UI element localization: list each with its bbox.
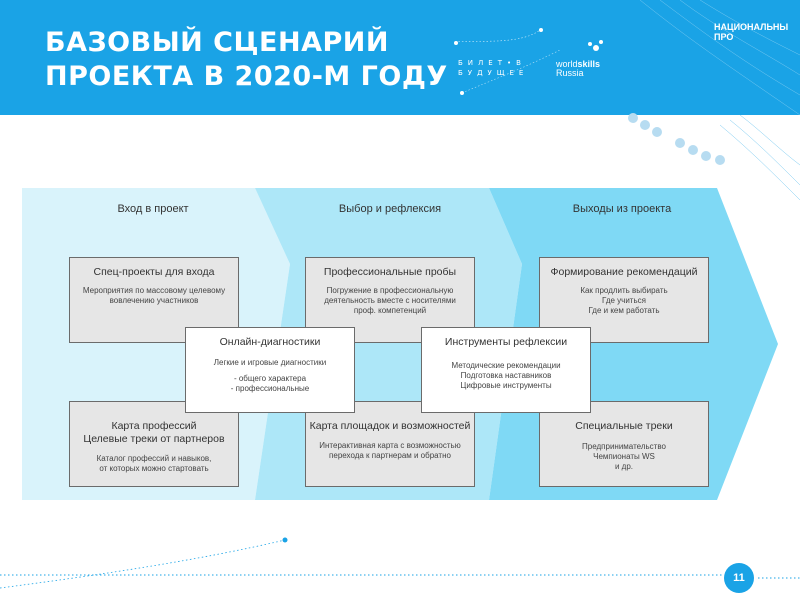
box-reflection-tools: Инструменты рефлексии Методические реком… <box>421 327 591 413</box>
box-recommendations-desc: Как продлить выбирать Где учиться Где и … <box>580 286 668 315</box>
column-label-entry: Вход в проект <box>117 203 189 215</box>
bilet-logo-line-2: БУДУЩЕЕ <box>458 69 529 77</box>
box-online-diagnostics: Онлайн-диагностики Легкие и игровые диаг… <box>185 327 355 413</box>
box-prof-probes-desc: Погружение в профессиональную деятельнос… <box>324 286 456 315</box>
page-title: БАЗОВЫЙ СЦЕНАРИЙ ПРОЕКТА В 2020-М ГОДУ <box>45 26 448 94</box>
wave-pattern-decoration <box>639 0 800 201</box>
box-venues-map-title: Карта площадок и возможностей <box>309 420 471 432</box>
ws-logo-world: world <box>556 59 578 69</box>
box-reflection-tools-title: Инструменты рефлексии <box>444 336 568 348</box>
box-career-map-desc: Каталог профессий и навыков, от которых … <box>96 454 212 473</box>
ws-logo-skills: skills <box>577 59 601 69</box>
box-special-tracks-desc: Предпринимательство Чемпионаты WS и др. <box>582 442 666 471</box>
box-special-tracks: Специальные треки Предпринимательство Че… <box>539 401 709 487</box>
ws-logo-russia: Russia <box>556 68 584 78</box>
box-online-diagnostics-desc2: - общего характера - профессиональные <box>230 374 310 393</box>
national-project-logo: НАЦИОНАЛЬНЫ ПРО <box>714 22 788 42</box>
box-recommendations-title: Формирование рекомендаций <box>550 266 698 278</box>
box-spec-projects-title: Спец-проекты для входа <box>93 266 215 278</box>
side-dots-decoration <box>628 113 725 165</box>
box-special-tracks-title: Специальные треки <box>575 420 673 432</box>
box-reflection-tools-desc: Методические рекомендации Подготовка нас… <box>451 361 561 390</box>
box-career-map-title: Карта профессий Целевые треки от партнер… <box>83 420 225 445</box>
bilet-v-budushchee-logo: БИЛЕТ•В БУДУЩЕЕ <box>458 58 528 78</box>
page-number-badge: 11 <box>724 563 754 593</box>
nat-logo-line-1: НАЦИОНАЛЬНЫ <box>714 22 789 32</box>
column-label-choice: Выбор и рефлексия <box>338 203 442 215</box>
box-spec-projects-desc: Мероприятия по массовому целевому вовлеч… <box>82 286 226 305</box>
header-dots-decoration <box>454 28 603 95</box>
title-line-1: БАЗОВЫЙ СЦЕНАРИЙ <box>45 27 389 58</box>
title-line-2: ПРОЕКТА В 2020-М ГОДУ <box>45 61 448 92</box>
bilet-logo-line-1: БИЛЕТ•В <box>458 59 526 67</box>
worldskills-logo: worldskills Russia <box>556 60 600 78</box>
box-career-map: Карта профессий Целевые треки от партнер… <box>69 401 239 487</box>
header-banner: БАЗОВЫЙ СЦЕНАРИЙ ПРОЕКТА В 2020-М ГОДУ Б… <box>0 0 800 115</box>
box-online-diagnostics-title: Онлайн-диагностики <box>219 336 321 348</box>
box-online-diagnostics-desc: Легкие и игровые диагностики <box>213 358 327 367</box>
column-label-exit: Выходы из проекта <box>572 203 672 215</box>
box-venues-map-desc: Интерактивная карта с возможностью перех… <box>319 441 461 460</box>
box-prof-probes-title: Профессиональные пробы <box>323 266 457 278</box>
bottom-line-decoration <box>0 537 800 589</box>
nat-logo-line-2: ПРО <box>714 32 734 42</box>
box-venues-map: Карта площадок и возможностей Интерактив… <box>305 401 475 487</box>
